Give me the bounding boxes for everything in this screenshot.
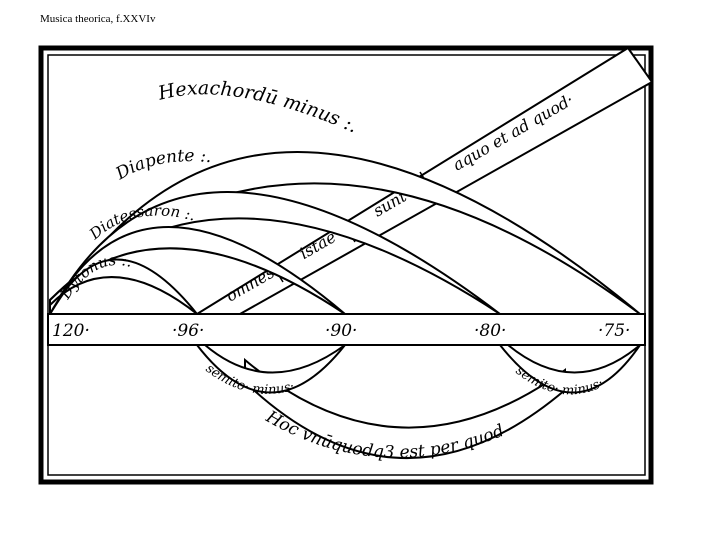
number-bar <box>47 313 646 346</box>
svg-text:Hexachordū minus :.: Hexachordū minus :. <box>155 77 361 137</box>
number-96: ·96· <box>172 321 204 341</box>
inner-frame <box>47 54 646 476</box>
arc-hoc-unumquodque <box>244 357 566 459</box>
number-120: 120· <box>52 321 90 341</box>
caption: Musica theorica, f.XXVIv <box>40 13 156 25</box>
number-90: ·90· <box>325 321 357 341</box>
outer-frame <box>38 45 654 485</box>
number-75: ·75· <box>598 321 630 341</box>
number-80: ·80· <box>474 321 506 341</box>
label-hexachord: Hexachordū minus :. <box>155 77 361 137</box>
